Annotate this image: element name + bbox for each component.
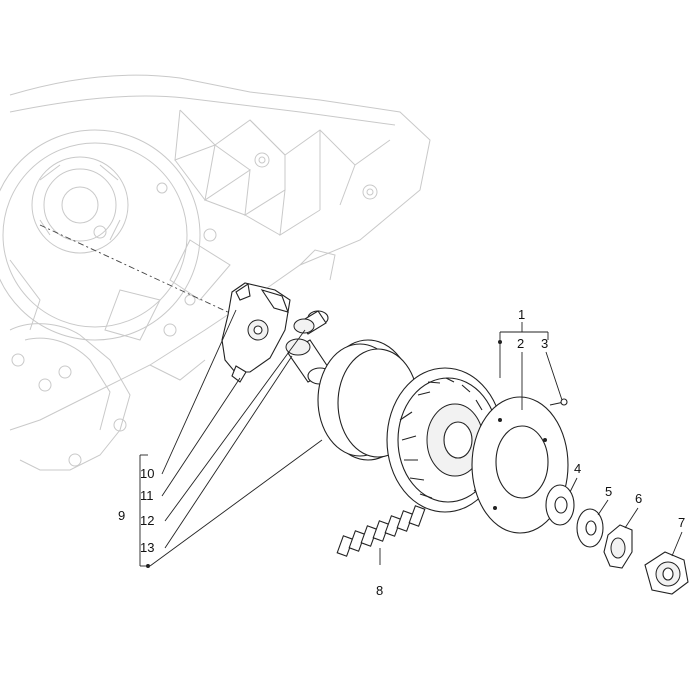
crankcase-ghost — [0, 74, 431, 471]
lock-washer — [603, 524, 633, 569]
callout-13: 13 — [140, 540, 154, 555]
nut — [644, 551, 689, 595]
callout-6: 6 — [635, 491, 642, 506]
spacer-sleeve — [285, 338, 333, 385]
callout-1: 1 — [518, 307, 525, 322]
screw — [549, 398, 568, 406]
callout-12: 12 — [140, 513, 154, 528]
thrust-plate — [471, 396, 569, 534]
callout-5: 5 — [605, 484, 612, 499]
callout-7: 7 — [678, 515, 685, 530]
holding-plate — [221, 282, 291, 383]
washer-5 — [576, 508, 604, 548]
callout-2: 2 — [517, 336, 524, 351]
callout-11: 11 — [140, 488, 154, 503]
callout-8: 8 — [376, 583, 383, 598]
crankshaft-axis-line — [39, 224, 246, 321]
callout-10: 10 — [140, 466, 154, 481]
callout-3: 3 — [541, 336, 548, 351]
washer-4 — [545, 484, 575, 526]
callout-9: 9 — [118, 508, 125, 523]
rollers-set — [336, 505, 426, 557]
bush — [293, 310, 329, 335]
callout-4: 4 — [574, 461, 581, 476]
leader-lines — [139, 309, 683, 568]
